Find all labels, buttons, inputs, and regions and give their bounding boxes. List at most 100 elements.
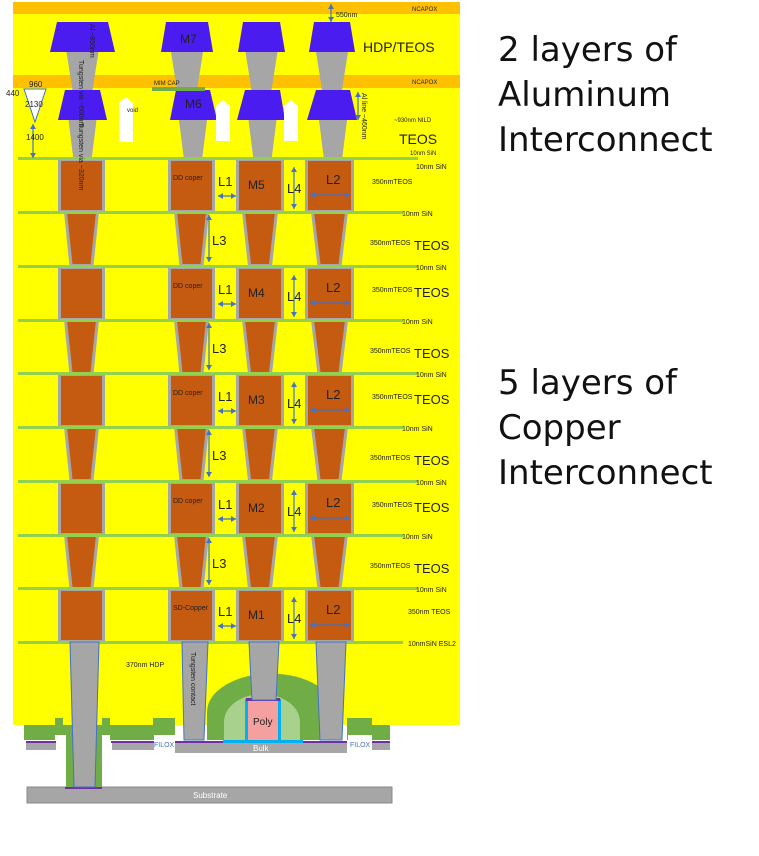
l2-label: L2 (326, 602, 340, 617)
arrowhead (291, 204, 297, 209)
arrowhead (218, 516, 223, 522)
teos-label: 350nmTEOS (370, 240, 411, 247)
arrowhead (218, 408, 223, 414)
tungsten-via (316, 52, 348, 90)
arrowhead (231, 193, 236, 199)
teos-label: 350nmTEOS (372, 394, 413, 401)
teos-label: TEOS (414, 346, 450, 361)
void (216, 100, 230, 141)
metal-level-label: M1 (248, 608, 265, 622)
sin-label: 10nm SiN (416, 480, 447, 487)
cu-caption: 5 layers of Copper Interconnect (498, 361, 713, 496)
poly-gate (248, 701, 278, 740)
tungsten-via (248, 120, 277, 160)
teos-label: 350nmTEOS (370, 455, 411, 462)
copper-line-m5 (308, 161, 351, 210)
copper-line-m3 (308, 376, 351, 425)
copper-line-m5 (61, 161, 102, 210)
copper-via (245, 212, 275, 264)
mim-cap (152, 87, 205, 91)
arrowhead (218, 623, 223, 629)
l3-label: L3 (212, 448, 226, 463)
arrowhead (355, 115, 361, 120)
copper-line-m3 (171, 376, 212, 425)
tungsten-via (66, 52, 99, 90)
contact-label: Tungsten contact (189, 652, 196, 705)
copper-line-m2 (239, 484, 281, 533)
sin-layer (18, 480, 418, 483)
al-caption: 2 layers of Aluminum Interconnect (498, 28, 713, 163)
ncapox-top-band (13, 2, 460, 14)
dimension-label: 2130 (25, 100, 43, 109)
copper-line-m4 (171, 269, 212, 318)
l3-label: L3 (212, 556, 226, 571)
filox-label: FILOX (154, 742, 175, 749)
cu-caption-line: Interconnect (498, 453, 713, 493)
arrowhead (206, 257, 212, 262)
silicide (372, 741, 390, 743)
copper-line-m2 (61, 484, 102, 533)
l1-label: L1 (218, 282, 232, 297)
active-silicon (112, 742, 154, 750)
metal-level-label: M7 (180, 32, 197, 46)
tungsten-via (179, 120, 207, 160)
teos-label: 350nm TEOS (408, 609, 451, 616)
copper-line-m5 (239, 161, 281, 210)
sin-label: 10nm SiN (402, 534, 433, 541)
sin-layer (18, 265, 418, 268)
sin-label: 10nm SiN (416, 164, 447, 171)
dimension-label: 1400 (26, 133, 44, 142)
copper-via (177, 212, 206, 264)
arrowhead (310, 300, 315, 306)
sin-layer (18, 426, 403, 429)
teos-label: 350nmTEOS (370, 563, 411, 570)
arrowhead (218, 193, 223, 199)
copper-line-m3 (61, 376, 102, 425)
teos-label: TEOS (414, 285, 450, 300)
copper-type-label: DD coper (173, 283, 203, 290)
arrowhead (310, 192, 315, 198)
via-thickness-label: Tungsten via ~320nm (77, 123, 84, 190)
copper-line-m1 (61, 591, 102, 640)
tungsten-via (245, 52, 278, 90)
tungsten-contact (69, 641, 100, 788)
copper-via (67, 320, 96, 372)
l3-label: L3 (212, 341, 226, 356)
copper-via (67, 212, 96, 264)
teos-label: TEOS (414, 238, 450, 253)
m6-aluminum-line (237, 90, 285, 120)
l2-label: L2 (326, 172, 340, 187)
void (119, 97, 133, 142)
al-caption-line: 2 layers of (498, 30, 678, 70)
copper-line-m1 (308, 591, 351, 640)
teos-label: 350nmTEOS (372, 179, 413, 186)
copper-via (245, 427, 275, 479)
arrowhead (345, 407, 350, 413)
copper-via (314, 212, 345, 264)
filox-box (348, 735, 372, 750)
al-thickness-label: Al ~850nm (88, 24, 95, 58)
teos-label: TEOS (414, 392, 450, 407)
arrowhead (328, 17, 334, 22)
copper-via (314, 427, 345, 479)
sin-label: 10nm SiN (402, 211, 433, 218)
void-label: void (127, 108, 138, 114)
substrate (26, 786, 393, 804)
silicide (111, 741, 154, 743)
cu-caption-line: Copper (498, 408, 621, 448)
arrowhead (231, 301, 236, 307)
arrowhead (218, 301, 223, 307)
al-caption-line: Aluminum (498, 75, 672, 115)
copper-line-m5 (171, 161, 212, 210)
filox-box (154, 735, 175, 750)
l1-label: L1 (218, 497, 232, 512)
copper-type-label: DD coper (173, 390, 203, 397)
hdp-teos-label: HDP/TEOS (363, 39, 435, 55)
arrowhead (291, 634, 297, 639)
arrowhead (355, 92, 361, 97)
poly-label: Poly (253, 717, 272, 728)
bulk (175, 743, 347, 753)
sin-label: 10nm SiN (402, 319, 433, 326)
arrowhead (291, 490, 297, 495)
